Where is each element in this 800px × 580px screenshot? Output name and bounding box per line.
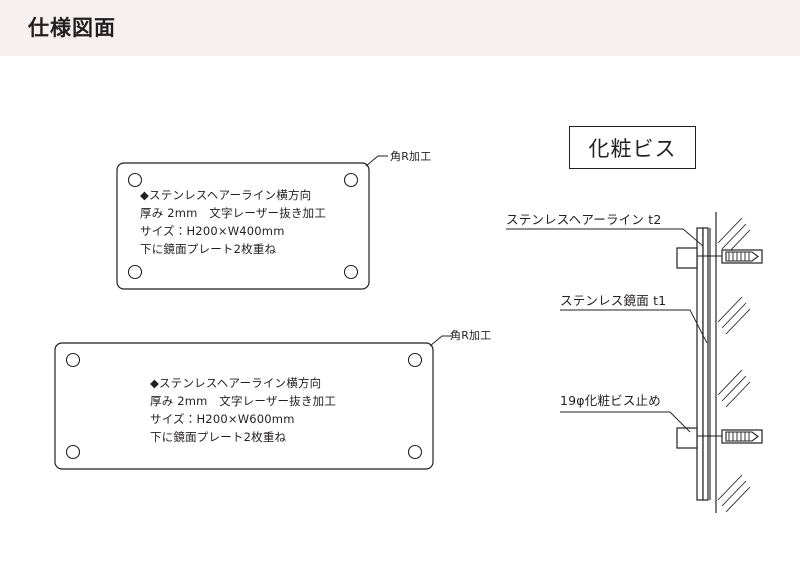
plate-600-spec-line-4: 下に鏡面プレート2枚重ね (150, 430, 287, 444)
screw-thread-upper (728, 252, 750, 261)
plate-400-corner-label: 角R加工 (390, 150, 432, 163)
wall-hatch-group-4 (717, 474, 751, 513)
plate-600-hole-tr (407, 352, 423, 368)
plate-400-hole-br (343, 264, 359, 280)
plate-600-spec-text: ◆ステンレスヘアーライン横方向 厚み 2mm 文字レーザー抜き加工 サイズ：H2… (150, 374, 336, 446)
screw-cap-lower (676, 427, 698, 449)
callout-screw-label: 19φ化粧ビス止め (560, 393, 661, 408)
plate-layer-hairline (696, 227, 704, 501)
mounting-section-detail (506, 212, 763, 513)
plate-600-spec-line-1: ◆ステンレスヘアーライン横方向 (150, 376, 322, 390)
plate-600-spec-line-2: 厚み 2mm 文字レーザー抜き加工 (150, 394, 337, 408)
screw-body-upper (725, 251, 759, 262)
callout-hairline-label: ステンレスヘアーライン t2 (506, 212, 662, 227)
screw-thread-lower (728, 432, 750, 441)
plate-400-spec-line-2: 厚み 2mm 文字レーザー抜き加工 (140, 206, 327, 220)
plate-layer-mirror (702, 227, 709, 501)
plate-600-hole-br (407, 444, 423, 460)
page-title: 仕様図面 (28, 16, 116, 40)
plate-400-hole-tl (127, 172, 143, 188)
screw-body-lower (725, 431, 759, 442)
wall-hatch-group-3 (717, 369, 751, 408)
plate-400-spec-line-4: 下に鏡面プレート2枚重ね (140, 242, 277, 256)
header-band (0, 0, 800, 56)
decorative-screw-upper (676, 247, 763, 269)
screw-cap-upper (676, 247, 698, 269)
decorative-screw-lower (676, 427, 763, 449)
plate-400-spec-text: ◆ステンレスヘアーライン横方向 厚み 2mm 文字レーザー抜き加工 サイズ：H2… (140, 186, 326, 258)
plate-400-outline (116, 162, 370, 290)
plate-400-corner-leader (365, 155, 388, 167)
plate-400-hole-tr (343, 172, 359, 188)
decorative-screw-title-box: 化粧ビス (569, 126, 696, 169)
decorative-screw-title-text: 化粧ビス (588, 136, 677, 161)
plate-600-outline (54, 342, 434, 470)
plate-400-spec-line-3: サイズ：H200×W400mm (140, 224, 285, 238)
leader-mirror (560, 309, 708, 344)
callout-mirror-label: ステンレス鏡面 t1 (560, 293, 667, 308)
plate-400-spec-line-1: ◆ステンレスヘアーライン横方向 (140, 188, 312, 202)
plate-600-spec-line-3: サイズ：H200×W600mm (150, 412, 295, 426)
plate-600-hole-tl (65, 352, 81, 368)
wall-hatch-group-2 (717, 296, 751, 335)
plate-600-graphic (54, 335, 452, 470)
plate-400-graphic (116, 155, 388, 290)
leader-screw (560, 411, 691, 433)
plate-600-corner-label: 角R加工 (450, 329, 492, 342)
plate-400-hole-bl (127, 264, 143, 280)
plate-600-hole-bl (65, 444, 81, 460)
plate-600-corner-leader (429, 335, 452, 347)
leader-hairline (506, 228, 704, 247)
